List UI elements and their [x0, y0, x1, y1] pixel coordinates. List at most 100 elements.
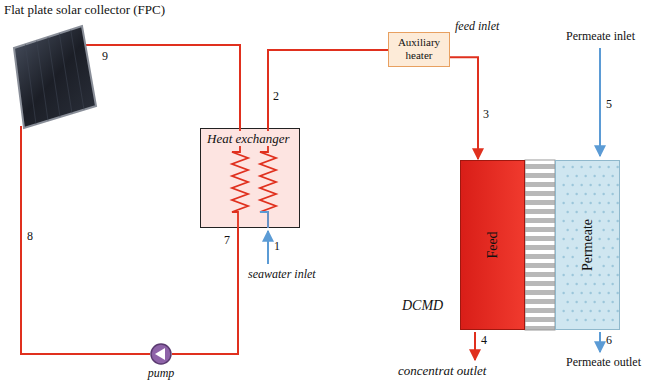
- texture-dot: [566, 301, 568, 303]
- texture-dot: [602, 283, 604, 285]
- texture-dot: [602, 229, 604, 231]
- texture-dot: [616, 310, 618, 312]
- texture-dot: [584, 319, 586, 321]
- texture-dot: [575, 319, 577, 321]
- concentrate-outlet-pipe: [474, 332, 476, 360]
- texture-dot: [571, 238, 573, 240]
- node-label: Feed: [485, 231, 501, 258]
- texture-dot: [566, 283, 568, 285]
- texture-dot: [598, 184, 600, 186]
- texture-dot: [580, 202, 582, 204]
- texture-dot: [607, 274, 609, 276]
- texture-dot: [562, 220, 564, 222]
- texture-dot: [607, 310, 609, 312]
- texture-dot: [607, 184, 609, 186]
- solar-collector: Flat plate solar collector (FPC): [4, 2, 168, 132]
- texture-dot: [571, 256, 573, 258]
- texture-dot: [589, 274, 591, 276]
- texture-dot: [598, 256, 600, 258]
- texture-dot: [580, 166, 582, 168]
- callout-number: 9: [102, 50, 108, 64]
- texture-dot: [584, 175, 586, 177]
- texture-dot: [566, 211, 568, 213]
- texture-dot: [566, 193, 568, 195]
- pipe-connector: [86, 45, 240, 128]
- texture-dot: [593, 319, 595, 321]
- texture-dot: [580, 310, 582, 312]
- callout-number: 2: [273, 90, 279, 104]
- texture-dot: [607, 292, 609, 294]
- texture-dot: [562, 202, 564, 204]
- texture-dot: [584, 211, 586, 213]
- texture-dot: [562, 238, 564, 240]
- texture-dot: [602, 211, 604, 213]
- texture-dot: [575, 175, 577, 177]
- texture-dot: [607, 256, 609, 258]
- texture-dot: [598, 202, 600, 204]
- texture-dot: [575, 193, 577, 195]
- texture-dot: [584, 283, 586, 285]
- texture-dot: [562, 292, 564, 294]
- texture-dot: [593, 283, 595, 285]
- texture-dot: [616, 202, 618, 204]
- texture-dot: [607, 238, 609, 240]
- texture-dot: [598, 310, 600, 312]
- permeate-inlet-pipe: [599, 48, 601, 156]
- texture-dot: [611, 193, 613, 195]
- texture-dot: [607, 220, 609, 222]
- auxiliary-heater-box: Auxiliary heater: [388, 32, 450, 67]
- pipe-connector: [268, 50, 388, 128]
- pipe-connector: [172, 228, 238, 354]
- texture-dot: [616, 238, 618, 240]
- texture-dot: [602, 193, 604, 195]
- texture-dot: [575, 265, 577, 267]
- stream-label: Permeate inlet: [566, 30, 635, 44]
- texture-dot: [580, 274, 582, 276]
- texture-dot: [589, 184, 591, 186]
- texture-dot: [562, 184, 564, 186]
- collector-surface: [14, 26, 96, 128]
- texture-dot: [562, 256, 564, 258]
- seawater-inlet-pipe: [267, 231, 269, 264]
- collector-grid: [48, 37, 60, 117]
- callout-number: 7: [224, 234, 230, 248]
- texture-dot: [611, 247, 613, 249]
- texture-dot: [575, 283, 577, 285]
- texture-dot: [589, 166, 591, 168]
- node-label: pump: [148, 367, 175, 380]
- texture-dot: [589, 292, 591, 294]
- node-label: Flat plate solar collector (FPC): [4, 2, 168, 18]
- texture-dot: [584, 301, 586, 303]
- texture-dot: [616, 220, 618, 222]
- texture-dot: [611, 229, 613, 231]
- texture-dot: [575, 211, 577, 213]
- texture-dot: [616, 292, 618, 294]
- texture-dot: [611, 301, 613, 303]
- pipe-connector: [450, 57, 478, 159]
- texture-dot: [566, 265, 568, 267]
- texture-dot: [602, 319, 604, 321]
- texture-dot: [602, 265, 604, 267]
- permeate-channel: Permeate: [555, 160, 620, 330]
- texture-dot: [602, 175, 604, 177]
- collector-grid: [71, 30, 84, 110]
- texture-dot: [580, 184, 582, 186]
- callout-number: 5: [606, 98, 612, 112]
- texture-dot: [598, 166, 600, 168]
- texture-dot: [566, 175, 568, 177]
- texture-dot: [571, 184, 573, 186]
- texture-dot: [611, 265, 613, 267]
- texture-dot: [611, 211, 613, 213]
- heat-exchanger-box: Heat exchanger: [200, 128, 300, 228]
- texture-dot: [575, 229, 577, 231]
- texture-dot: [593, 193, 595, 195]
- texture-dot: [589, 310, 591, 312]
- callout-number: 1: [274, 240, 280, 254]
- texture-dot: [571, 310, 573, 312]
- pipe-connector: [21, 126, 150, 354]
- callout-number: 4: [481, 334, 487, 348]
- stream-label: seawater inlet: [248, 268, 316, 282]
- texture-dot: [566, 319, 568, 321]
- texture-dot: [593, 211, 595, 213]
- texture-dot: [562, 166, 564, 168]
